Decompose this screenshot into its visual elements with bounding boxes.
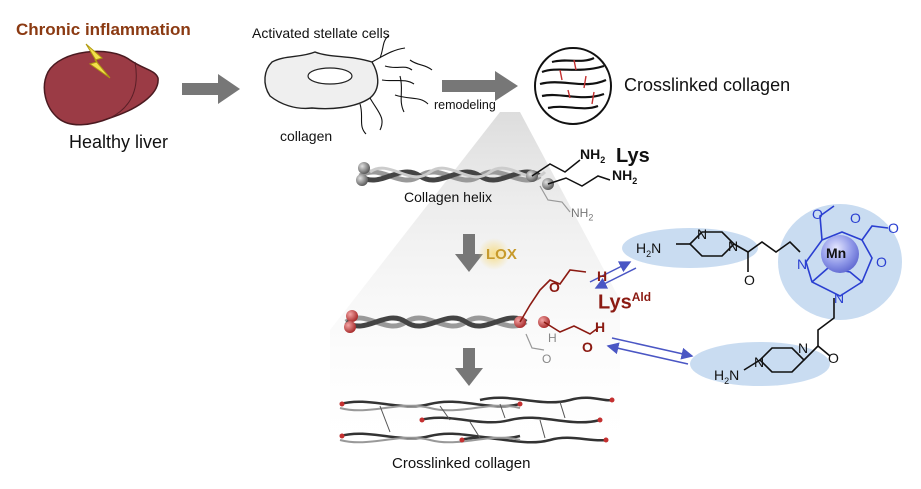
label-lox: LOX (486, 246, 517, 263)
piperazine-halo-bottom (690, 342, 830, 386)
label-collagen-helix: Collagen helix (404, 189, 492, 205)
chelate-core (805, 205, 889, 297)
chem-aldehyde-h-3: H (548, 331, 557, 345)
title-chronic-inflammation: Chronic inflammation (16, 20, 191, 39)
arrow-down-2 (455, 348, 483, 386)
label-collagen: collagen (280, 128, 333, 144)
label-crosslinked-collagen-bottom: Crosslinked collagen (392, 455, 531, 472)
chem-h2n-bottom: H2N (714, 367, 740, 386)
label-lys-ald-base: Lys (598, 291, 632, 314)
chem-n-chelate-2: N (834, 290, 845, 306)
label-remodeling: remodeling (434, 98, 496, 112)
chem-n-pip-top-2: N (728, 238, 739, 254)
chem-aldehyde-o-2: O (582, 339, 593, 355)
stellate-cell-icon (264, 35, 433, 135)
equilibrium-arrow-upper (589, 261, 637, 289)
collagen-helix-top (356, 159, 611, 213)
chem-n-chelate-1: N (797, 256, 808, 272)
collagen-helix-aldehyde (344, 269, 599, 351)
chem-aldehyde-h-2: H (595, 319, 606, 335)
chem-o-chelate-4: O (876, 254, 887, 270)
lightning-icon (85, 43, 111, 79)
chem-aldehyde-o-3: O (542, 352, 552, 366)
label-lys-ald-sup: Ald (631, 290, 652, 304)
chem-mn-label: Mn (826, 245, 847, 261)
chem-aldehyde-o-1: O (549, 279, 560, 295)
chem-nh2-2: NH2 (612, 167, 638, 186)
crosslinked-bundle-icon (534, 47, 612, 125)
chem-n-pip-bottom-2: N (798, 340, 809, 356)
equilibrium-arrow-lower (606, 337, 694, 365)
probe-molecule (676, 231, 835, 373)
chem-o-chelate-1: O (812, 206, 823, 222)
piperazine-halo-top (622, 228, 758, 268)
label-lys-ald: LysAld (598, 291, 651, 313)
crosslinked-collagen-bottom (339, 396, 615, 444)
arrow-right-2 (442, 71, 518, 101)
chem-o-chelate-2: O (850, 210, 861, 226)
chem-n-pip-bottom-1: N (754, 354, 765, 370)
arrow-right-1 (182, 74, 240, 104)
chem-o-chelate-3: O (888, 220, 899, 236)
label-activated-stellate-cells: Activated stellate cells (252, 25, 390, 41)
chem-aldehyde-h-1: H (597, 268, 608, 284)
chem-o-carbonyl-top: O (744, 272, 755, 288)
chem-o-carbonyl-bottom: O (828, 350, 839, 366)
chem-n-pip-top-1: N (697, 226, 708, 242)
label-lys: Lys (616, 145, 650, 167)
label-healthy-liver: Healthy liver (69, 132, 169, 152)
chem-nh2-3: NH2 (571, 206, 594, 223)
mn-ion-sphere (821, 235, 859, 273)
liver-icon (43, 50, 159, 126)
lox-glow (478, 238, 510, 270)
arrow-down-1 (455, 234, 483, 272)
chem-h2n-top: H2N (636, 240, 662, 259)
chem-nh2-1: NH2 (580, 146, 606, 165)
label-crosslinked-collagen-top: Crosslinked collagen (624, 75, 791, 95)
